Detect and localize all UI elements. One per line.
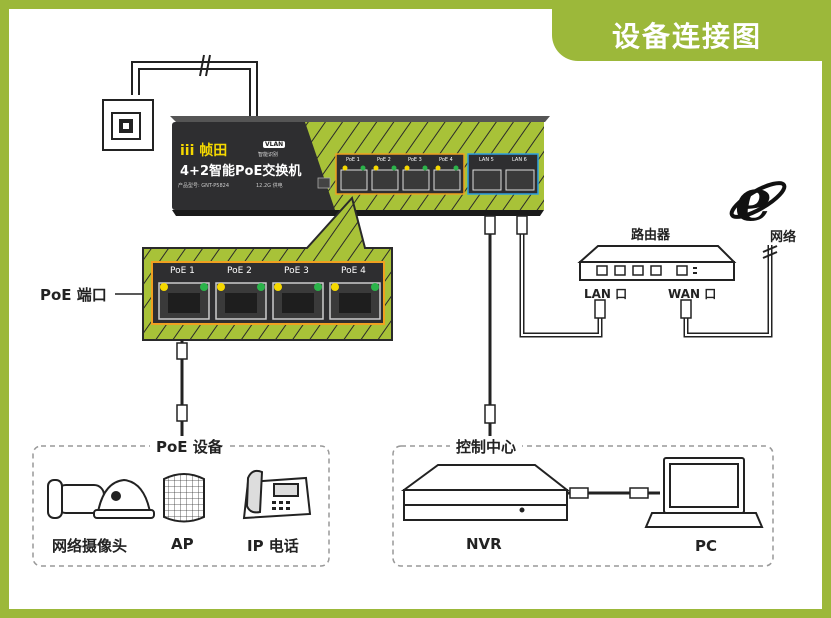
switch-port-label: PoE 4 [439,157,453,163]
poe-device-cable [176,340,188,440]
router-icon [577,245,737,281]
power-socket-icon [102,99,154,151]
camera-label: 网络摄像头 [52,537,128,555]
poe-port-label: PoE 1 [170,266,195,276]
wan-cable [680,245,778,338]
router-wan-label: WAN 口 [668,287,717,301]
switch-port-label: PoE 2 [377,157,391,163]
vlan-badge: VLAN [263,141,286,148]
access-point-icon [163,473,205,523]
poe-port-caption: PoE 端口 [40,286,107,304]
switch-lan-port-label: LAN 6 [512,157,527,163]
diagram-title: 设备连接图 [552,9,822,61]
switch-power: 12.2G 供电 [256,183,283,189]
control-center-title: 控制中心 [450,436,523,457]
poe-switch [170,116,550,216]
switch-port-label: PoE 3 [408,157,422,163]
nvr-cable [484,215,496,445]
poe-ports-zoom [142,195,393,341]
control-center-group [392,445,774,567]
poe-port-label: PoE 3 [284,266,309,276]
pc-label: PC [695,537,718,555]
switch-port-label: PoE 1 [346,157,360,163]
ip-phone-label: IP 电话 [247,537,299,555]
power-cable [131,54,258,118]
laptop-icon [644,457,764,528]
switch-model-name: 4+2智能PoE交换机 [180,164,302,179]
ap-label: AP [171,535,194,553]
vlan-badge-sub: 智能识别 [258,152,279,158]
router-lan-label: LAN 口 [584,287,628,301]
poe-port-label: PoE 2 [227,266,252,276]
ip-phone-icon [242,469,312,520]
nvr-icon [400,464,570,521]
internet-label: 网络 [770,230,797,245]
nvr-pc-cable [567,487,660,499]
internet-explorer-icon: e [729,166,787,234]
switch-lan-port-label: LAN 5 [479,157,494,163]
poe-devices-title: PoE 设备 [150,436,229,457]
switch-brand: iii 帧田 [180,143,228,159]
switch-model-number: 产品型号: GNT-P5824 [178,183,230,189]
nvr-label: NVR [466,535,502,553]
poe-port-label: PoE 4 [341,266,366,276]
camera-icon [47,478,155,519]
router-lan-cable [516,215,606,338]
router-label: 路由器 [631,228,671,243]
